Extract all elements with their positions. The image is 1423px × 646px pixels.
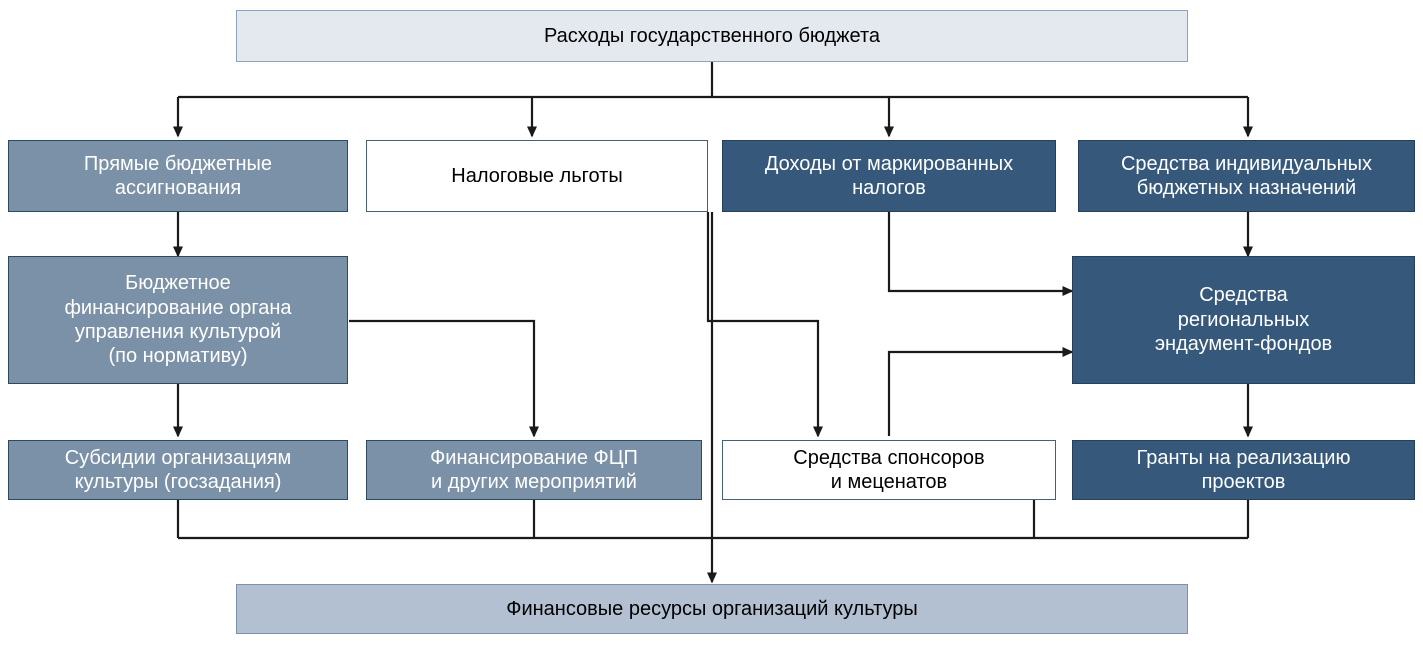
node-endowment-funds[interactable]: Средства региональных эндаумент-фондов [1072,256,1415,384]
node-tax-benefits[interactable]: Налоговые льготы [366,140,708,212]
node-subsidies-label: Субсидии организациям культуры (госзадан… [64,446,292,493]
node-tax-benefits-label: Налоговые льготы [451,164,623,187]
node-endowment-funds-label: Средства региональных эндаумент-фондов [1154,284,1333,356]
node-individual-budget-label: Средства индивидуальных бюджетных назнач… [1120,152,1373,199]
node-individual-budget[interactable]: Средства индивидуальных бюджетных назнач… [1078,140,1415,212]
node-sponsors-label: Средства спонсоров и меценатов [793,446,985,493]
node-budget-financing-label: Бюджетное финансирование органа управлен… [64,272,292,368]
node-footer[interactable]: Финансовые ресурсы организаций культуры [236,584,1188,634]
node-fcp-financing-label: Финансирование ФЦП и других мероприятий [430,446,638,493]
node-footer-label: Финансовые ресурсы организаций культуры [506,597,918,620]
edge-tax-sponsors [706,212,823,438]
node-sponsors[interactable]: Средства спонсоров и меценатов [722,440,1056,500]
edge-sponsors-endowment [887,347,1074,436]
node-earmarked-taxes[interactable]: Доходы от маркированных налогов [722,140,1056,212]
edge-earmarked-endowment [887,212,1074,296]
node-direct-allocations-label: Прямые бюджетные ассигнования [83,152,273,199]
node-head-label: Расходы государственного бюджета [543,24,881,47]
node-grants[interactable]: Гранты на реализацию проектов [1072,440,1415,500]
node-fcp-financing[interactable]: Финансирование ФЦП и других мероприятий [366,440,702,500]
node-earmarked-taxes-label: Доходы от маркированных налогов [764,152,1014,199]
edge-budget-fcp [349,319,539,438]
node-budget-financing[interactable]: Бюджетное финансирование органа управлен… [8,256,348,384]
node-subsidies[interactable]: Субсидии организациям культуры (госзадан… [8,440,348,500]
node-direct-allocations[interactable]: Прямые бюджетные ассигнования [8,140,348,212]
node-head[interactable]: Расходы государственного бюджета [236,10,1188,62]
node-grants-label: Гранты на реализацию проектов [1136,446,1351,493]
